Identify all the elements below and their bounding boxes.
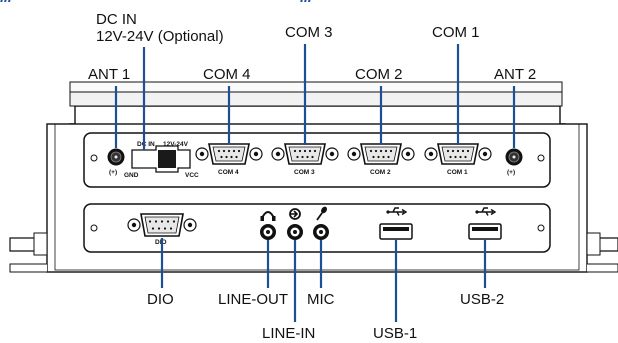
com4-port: COM 4 <box>195 143 263 176</box>
header-fragment-right: ... <box>300 0 312 5</box>
cropped-header: ... ... <box>0 0 618 7</box>
ant2-label: ANT 2 <box>494 66 537 83</box>
com4-label: COM 4 <box>203 66 251 83</box>
dc-range-panel-label: 12V-24V <box>163 141 189 148</box>
line-out-jack <box>260 224 276 240</box>
com3-port: COM 3 <box>271 143 339 176</box>
line-in-icon <box>289 208 301 220</box>
com2-label: COM 2 <box>355 66 403 83</box>
com1-port: COM 1 <box>424 143 492 176</box>
headphone-icon <box>260 211 276 221</box>
dc-in-terminal <box>131 145 191 173</box>
usb1-port <box>379 223 413 240</box>
usb2-port <box>468 223 502 240</box>
dc-in-panel-label: DC IN <box>137 141 155 148</box>
mic-label: MIC <box>307 291 335 308</box>
line-in-label: LINE-IN <box>262 325 316 342</box>
com4-panel-label: COM 4 <box>218 169 239 176</box>
plate-screw <box>90 224 98 232</box>
line-out-label: LINE-OUT <box>218 291 289 308</box>
plate-screw <box>90 154 98 162</box>
com3-label: COM 3 <box>285 24 333 41</box>
ant2-connector <box>505 148 523 166</box>
line-in-jack <box>287 224 303 240</box>
leader-lines <box>114 44 516 322</box>
vcc-panel-label: VCC <box>185 172 199 179</box>
com1-panel-label: COM 1 <box>447 169 468 176</box>
usb2-label: USB-2 <box>460 291 505 308</box>
microphone-icon <box>316 206 327 221</box>
com3-panel-label: COM 3 <box>294 169 315 176</box>
plate-screw <box>537 224 545 232</box>
ant1-mark: (+) <box>109 169 117 176</box>
dio-label: DIO <box>147 291 174 308</box>
ant2-mark: (+) <box>507 169 515 176</box>
dc-in-range-label: 12V-24V (Optional) <box>96 28 224 45</box>
dio-panel-label: DIO <box>155 239 167 246</box>
ant1-label: ANT 1 <box>88 66 131 83</box>
mic-jack <box>313 224 329 240</box>
usb-icon <box>475 207 497 216</box>
usb-icon <box>386 207 408 216</box>
com1-label: COM 1 <box>432 24 480 41</box>
dc-in-label: DC IN <box>96 11 137 28</box>
plate-screw <box>537 154 545 162</box>
header-fragment-left: ... <box>0 0 12 5</box>
gnd-panel-label: GND <box>124 172 139 179</box>
com2-panel-label: COM 2 <box>370 169 391 176</box>
com2-port: COM 2 <box>347 143 415 176</box>
usb1-label: USB-1 <box>373 325 418 342</box>
dio-port <box>127 213 197 237</box>
ant1-connector <box>107 148 125 166</box>
